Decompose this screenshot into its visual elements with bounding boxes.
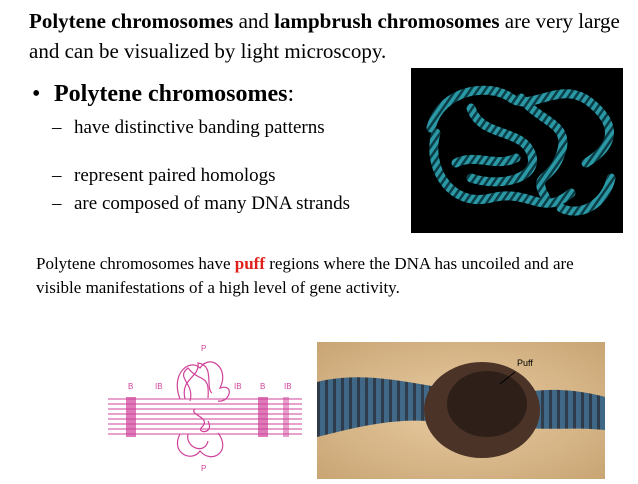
diagram-label-p-top: P <box>201 344 206 353</box>
sub-bullet-text: are composed of many DNA strands <box>74 193 350 214</box>
puff-paragraph: Polytene chromosomes have puff regions w… <box>36 252 596 300</box>
sub-bullet-text: have distinctive banding patterns <box>74 117 325 138</box>
polytene-micrograph-image <box>411 68 623 233</box>
intro-rest: are very large and can be visualized by … <box>29 9 620 63</box>
band-blocks <box>126 397 289 437</box>
intro-text: Polytene chromosomes and lampbrush chrom… <box>29 6 629 66</box>
diagram-label-ib: IB <box>155 382 163 391</box>
puff-paragraph-after: regions where the DNA has uncoiled and a… <box>36 254 574 297</box>
puff-photo-label: Puff <box>517 358 533 368</box>
bullet-icon: • <box>32 81 41 107</box>
bullet-heading: • Polytene chromosomes: <box>32 80 294 108</box>
bullet-heading-text: Polytene chromosomes <box>54 81 288 107</box>
diagram-label-b: B <box>260 382 265 391</box>
diagram-label-p-bottom: P <box>201 464 206 473</box>
puff-highlight-word: puff <box>234 254 265 273</box>
diagram-label-b: B <box>128 382 133 391</box>
diagram-label-ib: IB <box>234 382 242 391</box>
dash-icon: – <box>52 117 62 138</box>
puff-pointer <box>499 371 516 385</box>
bullet-colon: : <box>287 81 295 107</box>
puff-paragraph-before: Polytene chromosomes have <box>36 254 235 273</box>
chromatid-strands <box>108 398 302 435</box>
intro-and: and <box>233 9 275 33</box>
puff-loops <box>176 361 230 458</box>
puff-diagram: P P B IB IB B IB <box>100 343 310 475</box>
intro-lampbrush: lampbrush chromosomes <box>274 9 500 33</box>
dash-icon: – <box>52 165 62 186</box>
dash-icon: – <box>52 193 62 214</box>
puff-photo-image: Puff <box>317 342 605 479</box>
diagram-label-ib: IB <box>284 382 292 391</box>
sub-bullet-text: represent paired homologs <box>74 165 276 186</box>
intro-polytene: Polytene chromosomes <box>29 9 234 33</box>
